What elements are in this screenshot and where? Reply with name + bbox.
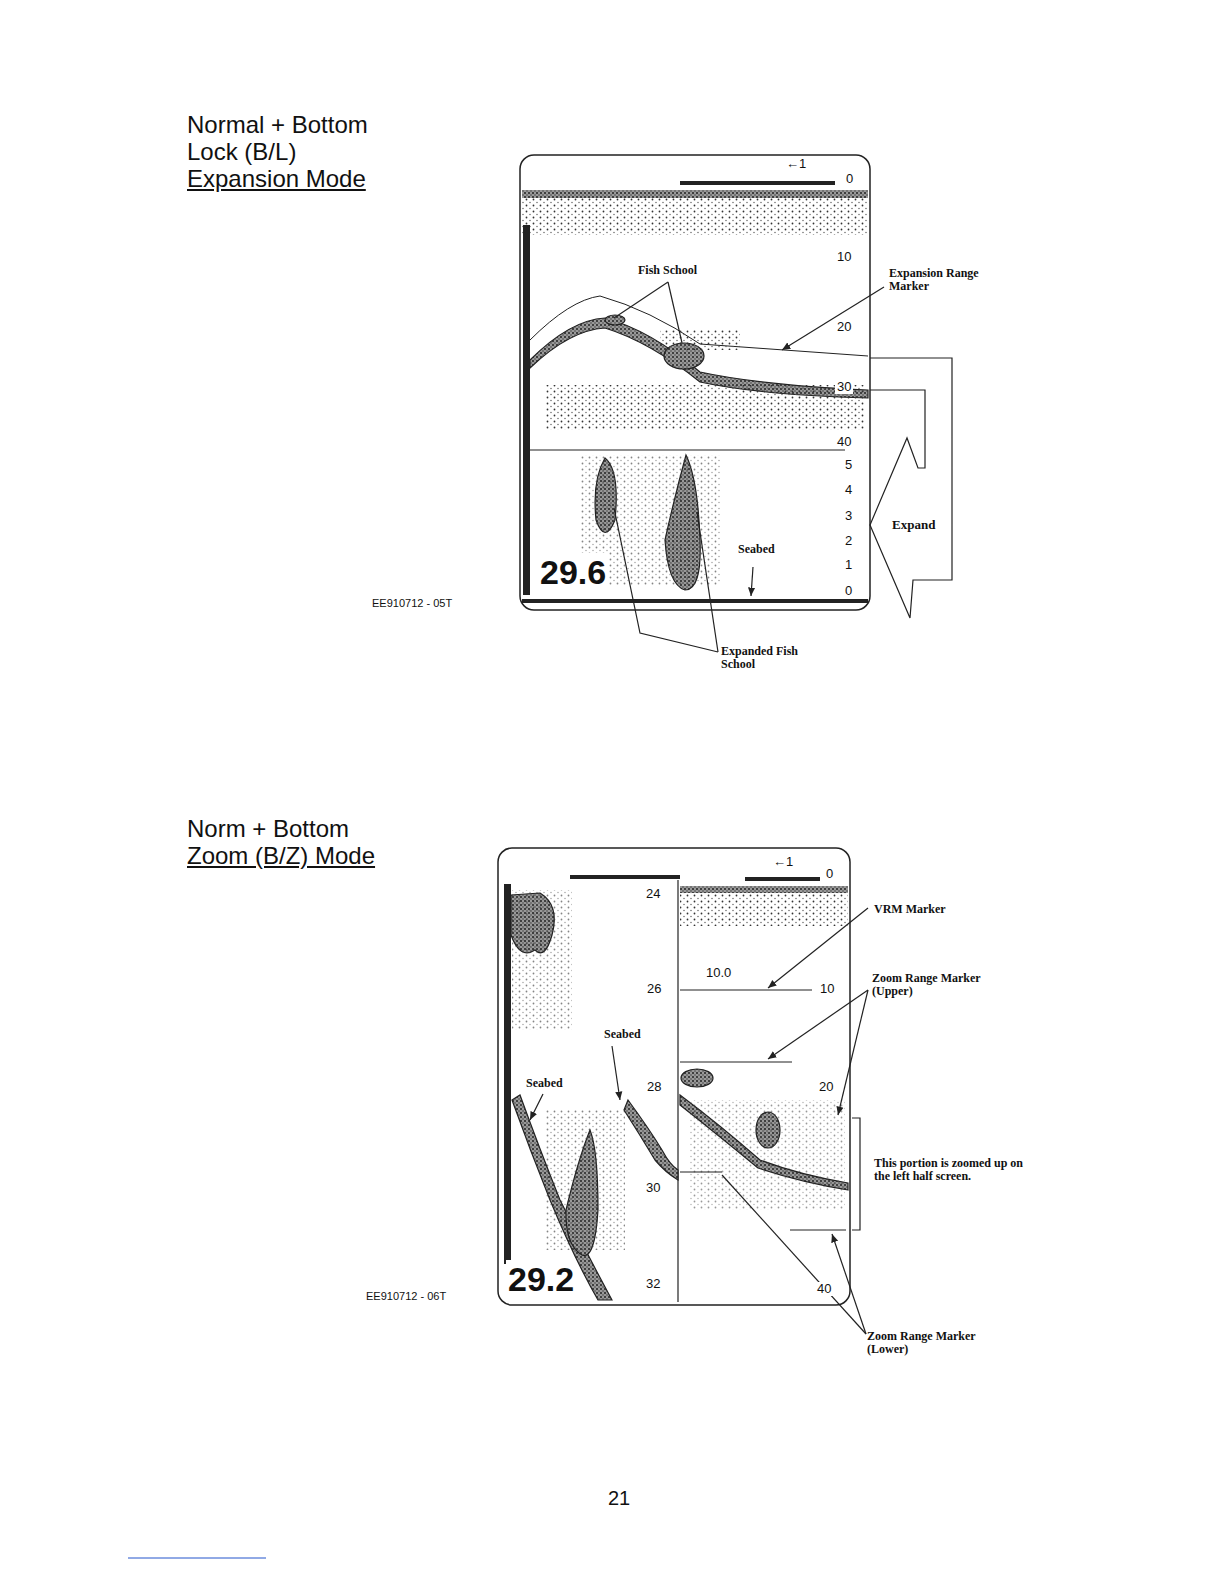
label-text: Seabed xyxy=(524,1077,565,1090)
label-text: 30 xyxy=(835,380,853,394)
label-text: 20 xyxy=(817,1080,835,1094)
label-text: VRM Marker xyxy=(874,903,946,916)
label-text: Seabed xyxy=(736,543,777,556)
label-text: 21 xyxy=(608,1487,630,1509)
label-text: 0 xyxy=(843,584,854,598)
section-heading: Normal + Bottom Lock (B/L) xyxy=(187,112,402,166)
label-text: 1 xyxy=(843,558,854,572)
label-text: Expansion Range Marker xyxy=(889,267,1014,293)
section-heading: Zoom (B/Z) Mode xyxy=(187,843,375,870)
label-text: 0 xyxy=(846,172,853,186)
label-text: 10.0 xyxy=(704,966,733,980)
label-text: EE910712 - 06T xyxy=(366,1290,446,1302)
label-text: 24 xyxy=(644,887,662,901)
label-text: This portion is zoomed up on the left ha… xyxy=(874,1157,1024,1183)
label-text: 4 xyxy=(843,483,854,497)
label-text: 29.2 xyxy=(506,1260,576,1298)
label-text: 26 xyxy=(645,982,663,996)
section-heading: Norm + Bottom xyxy=(187,816,349,843)
label-text: 28 xyxy=(645,1080,663,1094)
label-text: EE910712 - 05T xyxy=(372,597,452,609)
label-text: 30 xyxy=(644,1181,662,1195)
label-text: ←1 xyxy=(786,157,806,171)
label-text: Zoom Range Marker (Upper) xyxy=(872,972,1012,998)
label-text: Fish School xyxy=(636,264,699,277)
label-text: 29.6 xyxy=(538,553,608,591)
label-text: 0 xyxy=(826,867,833,881)
label-text: Seabed xyxy=(602,1028,643,1041)
label-text: 32 xyxy=(644,1277,662,1291)
label-text: 10 xyxy=(818,982,836,996)
label-text: Expanded Fish School xyxy=(721,645,831,671)
label-text: Zoom Range Marker (Lower) xyxy=(867,1330,1007,1356)
label-text: 5 xyxy=(843,458,854,472)
section-heading: Expansion Mode xyxy=(187,166,366,193)
label-text: 10 xyxy=(835,250,853,264)
label-text: 40 xyxy=(835,435,853,449)
label-text: ←1 xyxy=(773,855,793,869)
label-text: 2 xyxy=(843,534,854,548)
label-text: 40 xyxy=(815,1282,833,1296)
label-text: Expand xyxy=(890,518,937,532)
label-text: 3 xyxy=(843,509,854,523)
label-text: 20 xyxy=(835,320,853,334)
